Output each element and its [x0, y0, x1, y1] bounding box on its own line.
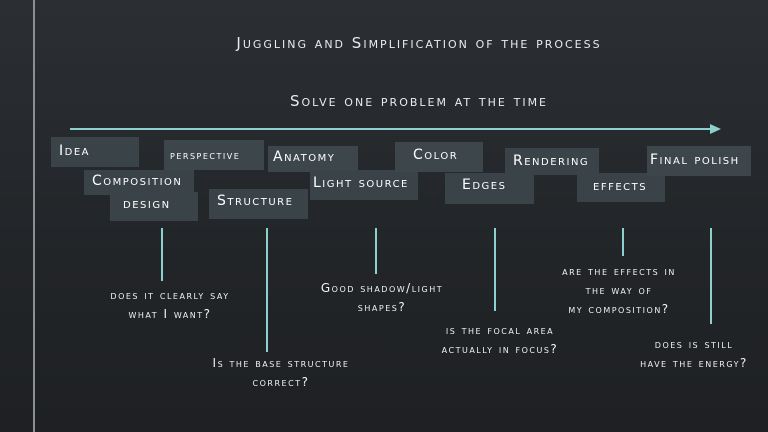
connector-line-5: [622, 228, 624, 256]
stage-light-source: Light source: [310, 170, 418, 200]
question-line: have the energy?: [640, 356, 748, 370]
connector-line-1: [161, 228, 163, 281]
slide-title: Juggling and Simplification of the proce…: [236, 34, 602, 52]
question-line: are the effects in: [562, 264, 676, 278]
connector-line-2: [266, 228, 268, 352]
question-line: my composition?: [568, 302, 670, 316]
question-line: does it clearly say: [110, 288, 230, 302]
stage-rendering: Rendering: [505, 148, 599, 175]
connector-line-3: [375, 228, 377, 274]
question-final-polish: does is still have the energy?: [626, 335, 762, 373]
connector-line-4: [494, 228, 496, 311]
left-divider-line: [33, 0, 35, 432]
question-structure: Is the base structure correct?: [195, 354, 367, 392]
stage-idea: Idea: [51, 137, 139, 167]
question-line: does is still: [654, 337, 734, 351]
question-effects: are the effects in the way of my composi…: [540, 262, 698, 319]
question-line: is the focal area: [445, 323, 555, 337]
question-line: what I want?: [128, 307, 212, 321]
stage-edges: Edges: [445, 173, 534, 204]
stage-perspective: perspective: [164, 140, 264, 170]
stage-effects: effects: [577, 173, 665, 202]
stage-composition: Composition: [84, 170, 194, 195]
stage-color: Color: [395, 142, 483, 172]
question-line: Is the base structure: [212, 356, 350, 370]
stage-structure: Structure: [209, 189, 308, 219]
question-composition: does it clearly say what I want?: [90, 286, 250, 324]
question-line: correct?: [252, 375, 310, 389]
timeline-arrow: [70, 124, 721, 134]
question-light: Good shadow/light shapes?: [302, 279, 462, 317]
stage-anatomy: Anatomy: [268, 146, 358, 172]
question-line: the way of: [585, 283, 653, 297]
stage-final-polish: Final polish: [647, 146, 751, 176]
connector-line-6: [710, 228, 712, 324]
question-line: shapes?: [357, 300, 407, 314]
stage-design: design: [110, 192, 198, 221]
slide-subtitle: Solve one problem at the time: [289, 92, 549, 110]
question-edges: is the focal area actually in focus?: [425, 321, 575, 359]
question-line: Good shadow/light: [320, 281, 444, 295]
question-line: actually in focus?: [441, 342, 559, 356]
